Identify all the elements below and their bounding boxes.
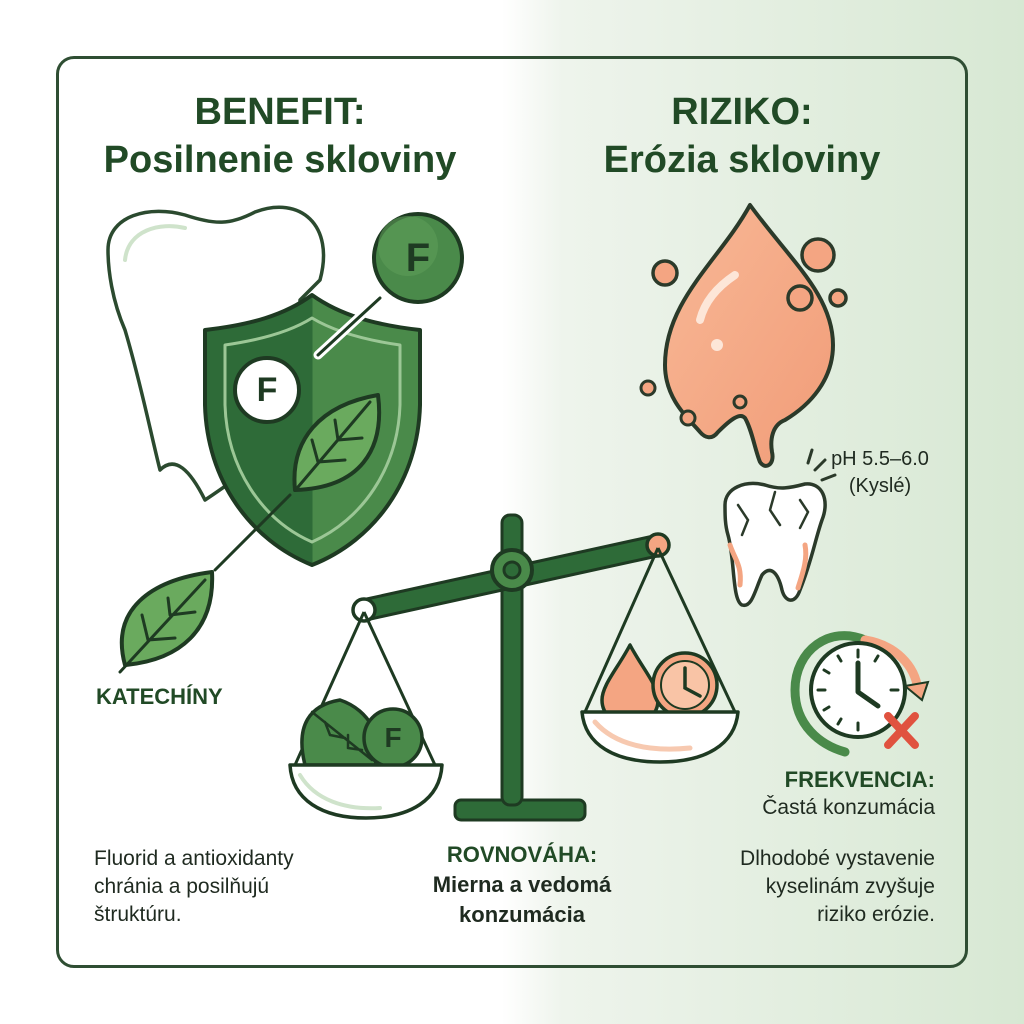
fluoride-icon [372, 212, 464, 304]
frequency-label: FREKVENCIA: [784, 767, 935, 792]
fluoride-icon [233, 356, 301, 424]
clock-icon [651, 651, 719, 719]
fluoride-symbol: F [405, 236, 431, 280]
leaf-icon [292, 393, 382, 492]
frequency-block: FREKVENCIA: Častá konzumácia [720, 766, 935, 822]
benefit-title-line2: Posilnenie skloviny [103, 139, 457, 181]
balance-label: ROVNOVÁHA: [446, 842, 598, 867]
fluoride-symbol: F [384, 722, 402, 753]
risk-description: Dlhodobé vystavenie kyselinám zvyšuje ri… [680, 845, 935, 929]
ph-value: pH 5.5–6.0 [831, 448, 929, 470]
fluoride-symbol: F [256, 371, 278, 409]
benefit-description-line: chránia a posilňujú [94, 875, 270, 898]
risk-description-line: riziko erózie. [817, 903, 935, 926]
benefit-title: BENEFIT: Posilnenie skloviny [70, 88, 490, 184]
risk-title: RIZIKO: Erózia skloviny [532, 88, 952, 184]
cross-icon [884, 712, 919, 749]
benefit-description-line: Fluorid a antioxidanty [94, 847, 294, 870]
balance-value-line2: konzumácia [459, 902, 585, 927]
ph-note: (Kyslé) [848, 475, 912, 497]
balance-block: ROVNOVÁHA: Mierna a vedomá konzumácia [402, 840, 642, 930]
frequency-value: Častá konzumácia [762, 796, 935, 819]
clock-icon [790, 631, 930, 757]
leaf-icon [118, 570, 215, 674]
benefit-title-line1: BENEFIT: [194, 91, 366, 133]
balance-scale-icon [293, 513, 737, 822]
benefit-description: Fluorid a antioxidanty chránia a posilňu… [94, 845, 394, 929]
risk-description-line: kyselinám zvyšuje [765, 875, 935, 898]
ph-label: pH 5.5–6.0 (Kyslé) [805, 446, 955, 500]
infographic-frame [56, 56, 968, 968]
acid-drop-icon [663, 203, 835, 468]
balance-value-line1: Mierna a vedomá [432, 872, 612, 897]
eroded-tooth-icon [723, 448, 837, 607]
risk-description-line: Dlhodobé vystavenie [740, 847, 935, 870]
risk-title-line1: RIZIKO: [671, 91, 813, 133]
catechins-label: KATECHÍNY [96, 684, 223, 709]
bubbles-icon [639, 237, 848, 427]
left-pan [288, 763, 444, 820]
benefit-description-line: štruktúru. [94, 903, 182, 926]
right-pan [580, 710, 740, 764]
risk-title-line2: Erózia skloviny [603, 139, 881, 181]
